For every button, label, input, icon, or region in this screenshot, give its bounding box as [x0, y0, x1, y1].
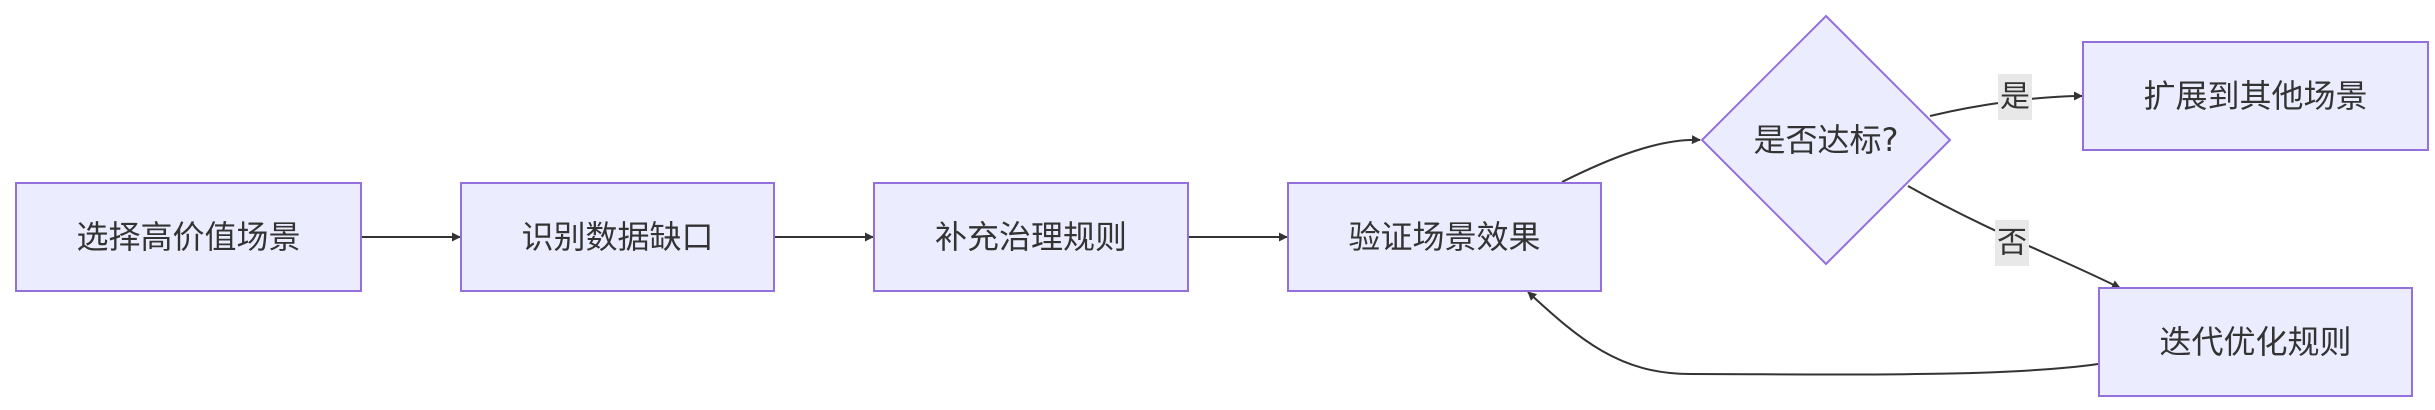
node-verify-text: 验证场景效果 [1348, 218, 1540, 256]
node-decision-meets-target: 是否达标? [1700, 14, 1952, 266]
node-supplement-text: 补充治理规则 [935, 218, 1127, 256]
node-identify-text: 识别数据缺口 [521, 218, 713, 256]
node-select-text: 选择高价值场景 [76, 218, 300, 256]
edge-label-no-text: 否 [1997, 226, 2027, 261]
edge-iterate-to-verify [1527, 291, 2099, 376]
edge-verify-to-decision [1561, 135, 1701, 183]
node-verify-scenario-effect: 验证场景效果 [1287, 182, 1602, 292]
node-expand-text: 扩展到其他场景 [2143, 77, 2367, 115]
node-decision-text: 是否达标? [1754, 121, 1899, 159]
node-iterate-text: 迭代优化规则 [2159, 323, 2351, 361]
edge-label-yes: 是 [1998, 74, 2032, 120]
node-supplement-governance-rules: 补充治理规则 [873, 182, 1189, 292]
edge-label-yes-text: 是 [2000, 80, 2030, 115]
node-expand-to-other-scenarios: 扩展到其他场景 [2082, 41, 2429, 151]
node-identify-data-gap: 识别数据缺口 [460, 182, 775, 292]
edge-label-no: 否 [1995, 220, 2029, 266]
node-iterate-optimize-rules: 迭代优化规则 [2098, 287, 2413, 397]
node-select-high-value-scenario: 选择高价值场景 [15, 182, 362, 292]
